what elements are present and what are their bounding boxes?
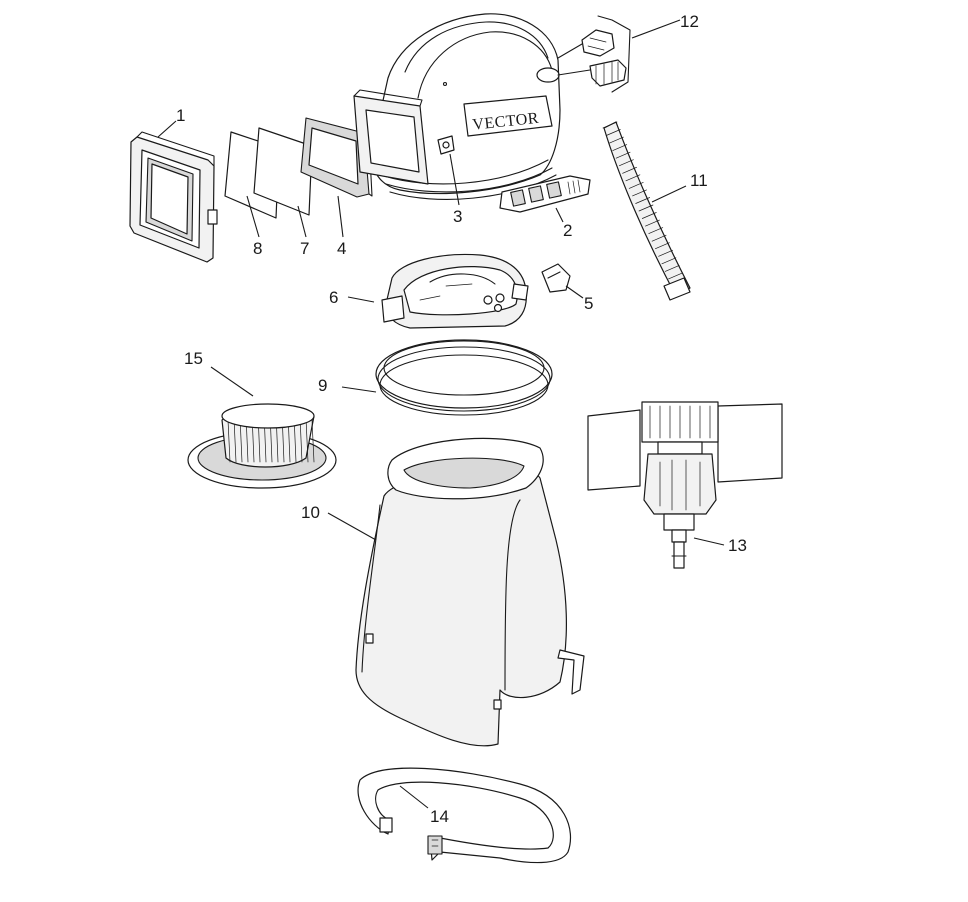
leader-lines [157, 19, 725, 809]
part-11-breathing-hose [602, 121, 691, 301]
part-9-collar-ring [375, 339, 553, 416]
helmet-shell: VECTOR [353, 13, 561, 200]
callout-14: 14 [430, 807, 449, 826]
callout-10: 10 [301, 503, 320, 522]
callout-8: 8 [253, 239, 262, 258]
callout-6: 6 [329, 288, 338, 307]
callout-7: 7 [300, 239, 309, 258]
part-10-cape [355, 437, 585, 747]
callout-numbers: 1 2 3 4 5 6 7 8 9 10 11 12 13 14 15 [176, 12, 747, 826]
brand-label: VECTOR [472, 110, 540, 134]
part-13-regulator [587, 401, 783, 569]
callout-5: 5 [584, 294, 593, 313]
callout-12: 12 [680, 12, 699, 31]
callout-4: 4 [337, 239, 346, 258]
part-7-clear-lens [253, 127, 313, 216]
part-15-neck-seal [187, 403, 337, 489]
callout-11: 11 [690, 171, 708, 190]
callout-9: 9 [318, 376, 327, 395]
part-2-clip [499, 175, 591, 213]
part-1-lens-frame [129, 131, 218, 263]
part-12-air-fittings [557, 15, 631, 93]
callout-1: 1 [176, 106, 185, 125]
part-14-belt [357, 767, 572, 864]
part-6-suspension [381, 253, 529, 329]
callout-3: 3 [453, 207, 462, 226]
callout-15: 15 [184, 349, 203, 368]
callout-2: 2 [563, 221, 572, 240]
callout-13: 13 [728, 536, 747, 555]
part-5-small-clip [541, 263, 571, 293]
part-4-window-gasket [300, 117, 373, 198]
